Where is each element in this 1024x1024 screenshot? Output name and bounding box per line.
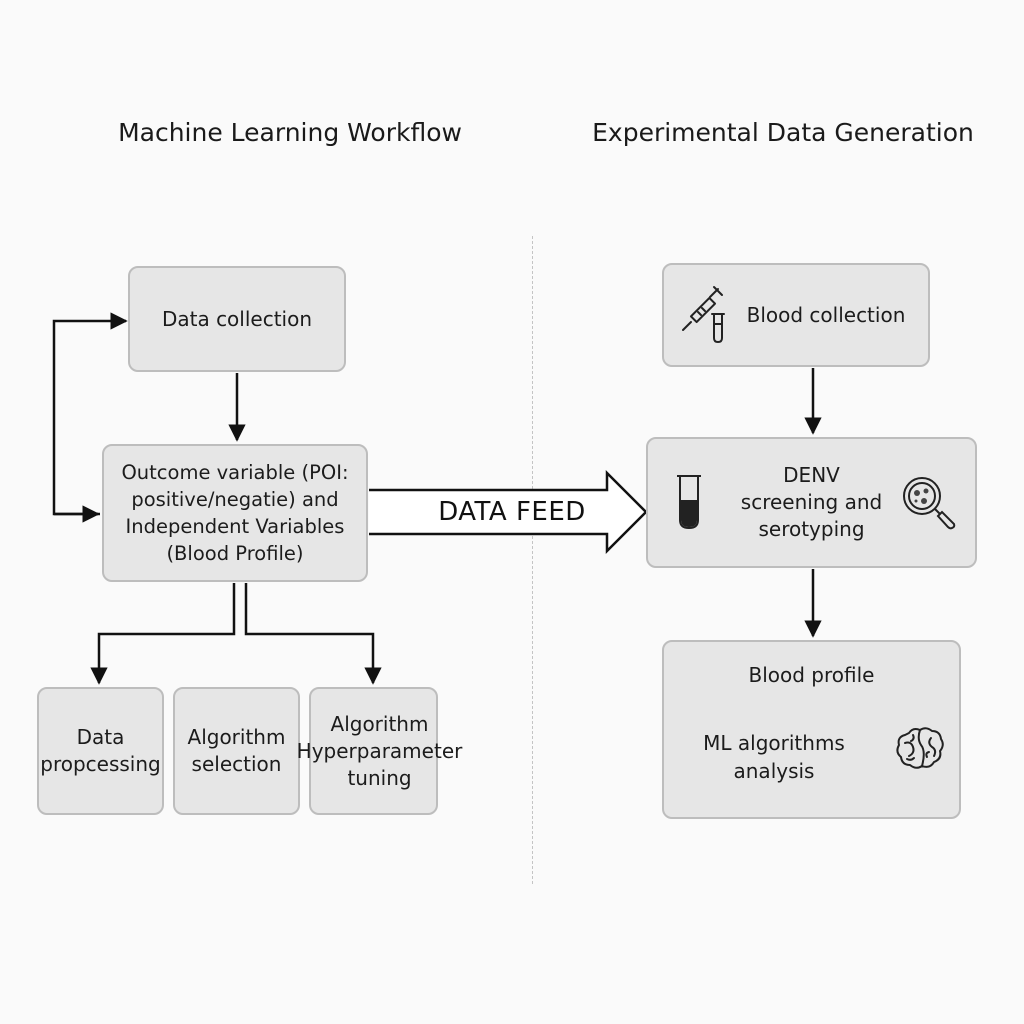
outcome-variables-box: Outcome variable (POI: positive/negatie)…: [102, 444, 368, 582]
denv-screening-label: DENV screening and serotyping: [740, 463, 883, 541]
arrow-outcome-to-processing: [90, 583, 236, 685]
hyperparameter-tuning-box: Algorithm Hyperparameter tuning: [297, 687, 462, 815]
data-processing-label: Data propcessing: [40, 725, 161, 776]
algorithm-selection-box: Algorithm selection: [173, 687, 300, 815]
data-collection-label: Data collection: [161, 306, 313, 331]
data-feed-label: DATA FEED: [438, 497, 586, 527]
blood-profile-label: Blood profile: [748, 663, 875, 687]
magnifier-petri-dish-icon: [903, 477, 956, 530]
blood-collection-box: Blood collection: [662, 263, 930, 367]
denv-screening-box: DENV screening and serotyping: [646, 437, 977, 568]
algorithm-selection-label: Algorithm selection: [187, 725, 286, 776]
brain-icon: [896, 727, 944, 769]
ml-analysis-label: ML algorithms analysis: [703, 731, 845, 783]
outcome-variables-label: Outcome variable (POI: positive/negatie)…: [121, 461, 349, 565]
syringe-and-vial-icon: [682, 286, 725, 343]
title-experimental-data-generation: Experimental Data Generation: [592, 118, 974, 147]
title-machine-learning-workflow: Machine Learning Workflow: [118, 118, 462, 147]
data-processing-box: Data propcessing: [37, 687, 164, 815]
hyperparameter-tuning-label: Algorithm Hyperparameter tuning: [296, 711, 463, 790]
data-collection-box: Data collection: [128, 266, 346, 372]
column-divider: [532, 236, 533, 884]
test-tube-icon: [677, 475, 701, 530]
arrow-outcome-to-tuning: [244, 583, 382, 685]
blood-collection-label: Blood collection: [746, 302, 906, 327]
